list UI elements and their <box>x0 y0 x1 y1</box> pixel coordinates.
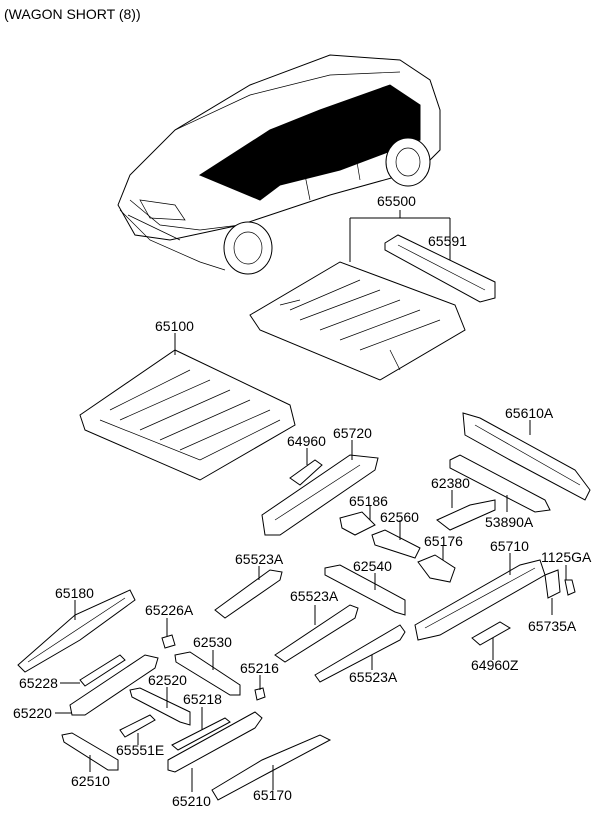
vehicle-illustration <box>117 54 441 275</box>
part-65523A-3[interactable] <box>314 624 406 683</box>
callout-65500[interactable]: 65500 <box>377 193 416 209</box>
part-65523A-2[interactable] <box>274 604 359 663</box>
diagram-title: (WAGON SHORT (8)) <box>4 6 141 22</box>
part-65735A[interactable] <box>544 569 561 599</box>
part-65170[interactable] <box>211 734 332 801</box>
callout-65523A-3[interactable]: 65523A <box>349 669 398 685</box>
part-65218[interactable] <box>171 717 231 751</box>
part-65210[interactable] <box>167 711 263 773</box>
part-64960Z[interactable] <box>471 621 511 646</box>
part-65523A-1[interactable] <box>214 569 283 619</box>
callout-65610A[interactable]: 65610A <box>505 405 554 421</box>
callout-65720[interactable]: 65720 <box>333 425 372 441</box>
part-65228[interactable] <box>79 654 126 687</box>
callout-65218[interactable]: 65218 <box>183 691 222 707</box>
callout-1125GA[interactable]: 1125GA <box>541 549 592 565</box>
callout-62380[interactable]: 62380 <box>431 475 470 491</box>
part-65176[interactable] <box>417 554 456 583</box>
callout-65551E[interactable]: 65551E <box>116 742 164 758</box>
part-64960[interactable] <box>289 459 323 486</box>
callout-65228[interactable]: 65228 <box>19 675 58 691</box>
part-65186[interactable] <box>339 511 376 536</box>
part-65720[interactable] <box>261 454 379 536</box>
part-62530[interactable] <box>174 651 241 696</box>
callout-62540[interactable]: 62540 <box>353 558 392 574</box>
callout-62520[interactable]: 62520 <box>148 672 187 688</box>
part-53890A[interactable] <box>449 454 551 513</box>
callout-65186[interactable]: 65186 <box>349 493 388 509</box>
callout-65216[interactable]: 65216 <box>240 660 279 676</box>
part-62380[interactable] <box>436 499 496 531</box>
callout-65100[interactable]: 65100 <box>155 318 194 334</box>
callout-65170[interactable]: 65170 <box>253 787 292 803</box>
part-front-floor-65100[interactable] <box>79 349 296 481</box>
callout-64960[interactable]: 64960 <box>287 433 326 449</box>
callout-65523A-1[interactable]: 65523A <box>235 551 284 567</box>
part-65220[interactable] <box>69 654 159 716</box>
part-62510[interactable] <box>61 732 119 771</box>
callout-65220[interactable]: 65220 <box>13 705 52 721</box>
callout-65523A-2[interactable]: 65523A <box>290 588 339 604</box>
callout-65710[interactable]: 65710 <box>490 538 529 554</box>
part-62520[interactable] <box>129 687 191 726</box>
part-65551E[interactable] <box>119 714 156 738</box>
callout-65735A[interactable]: 65735A <box>528 618 577 634</box>
callout-65180[interactable]: 65180 <box>55 585 94 601</box>
part-62560[interactable] <box>371 529 421 559</box>
part-65226A[interactable] <box>161 634 176 649</box>
callout-65210[interactable]: 65210 <box>172 793 211 809</box>
part-65610A[interactable] <box>462 412 591 501</box>
callout-62530[interactable]: 62530 <box>193 634 232 650</box>
callout-64960Z[interactable]: 64960Z <box>471 657 519 673</box>
callout-62510[interactable]: 62510 <box>71 773 110 789</box>
part-62540[interactable] <box>324 564 406 616</box>
part-rear-floor-65500[interactable] <box>249 261 466 381</box>
callout-65591[interactable]: 65591 <box>428 233 467 249</box>
part-1125GA[interactable] <box>564 579 576 596</box>
callout-53890A[interactable]: 53890A <box>485 514 534 530</box>
callout-65176[interactable]: 65176 <box>424 533 463 549</box>
callout-65226A[interactable]: 65226A <box>145 602 194 618</box>
callout-62560[interactable]: 62560 <box>380 509 419 525</box>
part-crossmember-65591[interactable] <box>384 234 496 303</box>
